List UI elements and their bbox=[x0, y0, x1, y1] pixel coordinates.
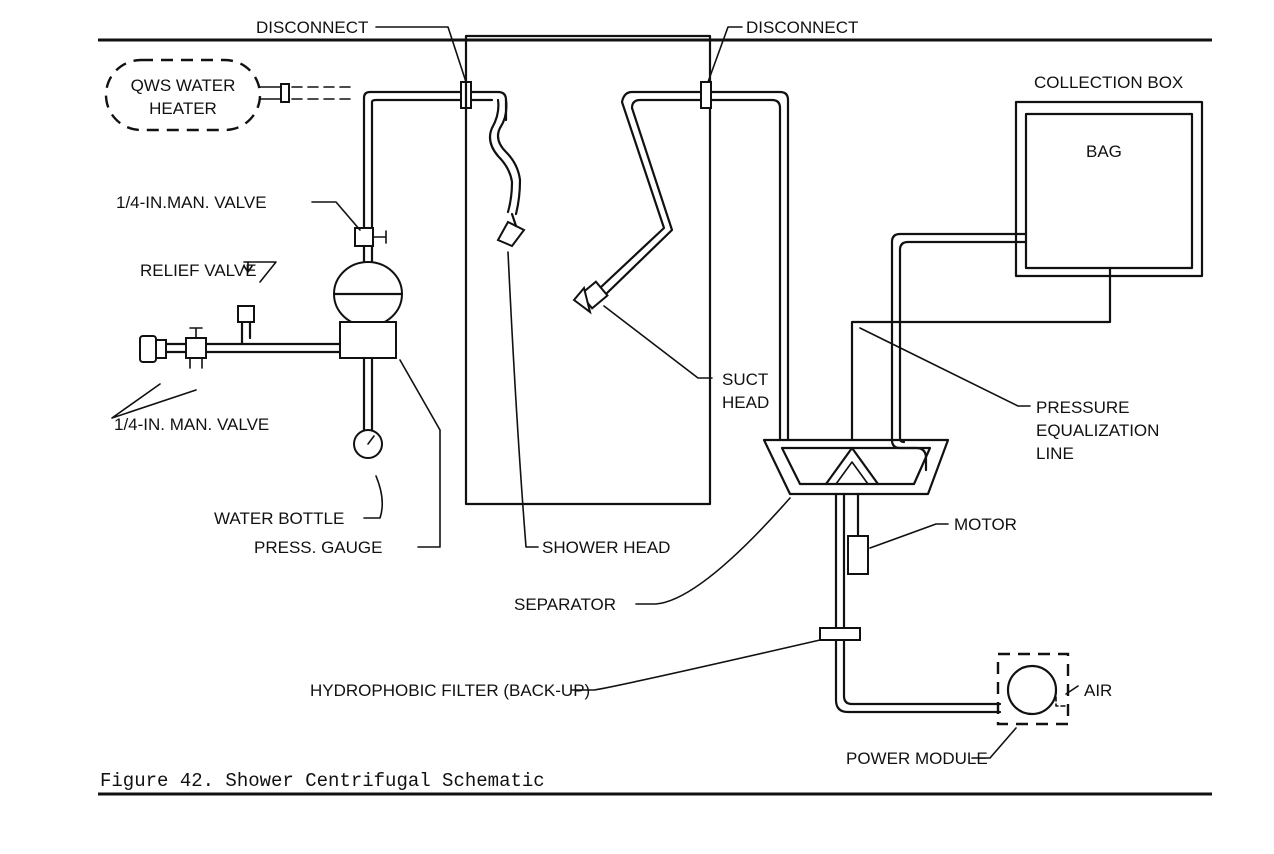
hydrophobic-filter-leader bbox=[571, 639, 821, 691]
relief-valve bbox=[237, 261, 277, 346]
disconnect-left-label: DISCONNECT bbox=[256, 18, 368, 37]
man-valve-bottom bbox=[185, 327, 207, 369]
suction-hose bbox=[598, 90, 790, 442]
disconnect-left-leader bbox=[375, 26, 467, 83]
man-valve-bottom-leader bbox=[111, 383, 197, 419]
motor-label: MOTOR bbox=[954, 515, 1017, 534]
figure-caption: Figure 42. Shower Centrifugal Schematic bbox=[100, 770, 545, 792]
relief-valve-label: RELIEF VALVE bbox=[140, 261, 257, 280]
pressure-eq-label-1: PRESSURE bbox=[1036, 398, 1130, 417]
pressure-eq-label-2: EQUALIZATION bbox=[1036, 421, 1159, 440]
heater-feed-line bbox=[259, 83, 355, 103]
motor bbox=[847, 492, 869, 575]
collection-box bbox=[1014, 100, 1204, 278]
left-end-fitting bbox=[139, 335, 188, 363]
pressure-eq-label-3: LINE bbox=[1036, 444, 1074, 463]
separator-outlet-pipe bbox=[834, 492, 1002, 714]
qws-water-heater-label-2: HEATER bbox=[149, 99, 217, 118]
bag-label: BAG bbox=[1086, 142, 1122, 161]
bag bbox=[1024, 112, 1194, 270]
man-valve-top-label: 1/4-IN.MAN. VALVE bbox=[116, 193, 267, 212]
valve-to-bottle-pipe bbox=[362, 244, 374, 264]
suction-head-nozzle bbox=[572, 280, 609, 315]
hydrophobic-filter-label: HYDROPHOBIC FILTER (BACK-UP) bbox=[310, 681, 590, 700]
separator bbox=[762, 438, 950, 496]
pressure-eq-leader bbox=[859, 327, 1031, 407]
water-bottle-leader bbox=[363, 475, 384, 519]
suct-head-label-1: SUCT bbox=[722, 370, 768, 389]
bag-drain-line bbox=[890, 232, 1028, 472]
suct-head-leader bbox=[603, 305, 713, 379]
disconnect-right bbox=[700, 81, 712, 109]
motor-leader bbox=[869, 523, 949, 549]
water-bottle bbox=[332, 261, 404, 359]
press-gauge bbox=[353, 356, 383, 459]
feed-pipe bbox=[362, 90, 508, 232]
hydrophobic-filter bbox=[819, 627, 861, 641]
separator-label: SEPARATOR bbox=[514, 595, 616, 614]
air-label: AIR bbox=[1084, 681, 1112, 700]
power-module-leader bbox=[971, 727, 1017, 759]
suct-head-label-2: HEAD bbox=[722, 393, 769, 412]
qws-water-heater-label-1: QWS WATER bbox=[131, 76, 236, 95]
water-bottle-label: WATER BOTTLE bbox=[214, 509, 344, 528]
pressure-equalization-line bbox=[850, 266, 1112, 442]
disconnect-right-label: DISCONNECT bbox=[746, 18, 858, 37]
power-module bbox=[996, 652, 1079, 726]
shower-head-nozzle bbox=[496, 212, 526, 248]
man-valve-bottom-label: 1/4-IN. MAN. VALVE bbox=[114, 415, 269, 434]
collection-box-label: COLLECTION BOX bbox=[1034, 73, 1183, 92]
man-valve-top-leader bbox=[311, 201, 361, 231]
separator-leader bbox=[635, 497, 791, 605]
shower-hose bbox=[488, 98, 522, 216]
press-gauge-label: PRESS. GAUGE bbox=[254, 538, 382, 557]
shower-head-label: SHOWER HEAD bbox=[542, 538, 670, 557]
disconnect-right-leader bbox=[707, 26, 743, 83]
press-gauge-leader bbox=[399, 359, 441, 548]
shower-enclosure bbox=[464, 34, 712, 506]
power-module-label: POWER MODULE bbox=[846, 749, 988, 768]
qws-water-heater: QWS WATER HEATER bbox=[104, 58, 262, 132]
shower-head-leader bbox=[507, 251, 539, 548]
left-horizontal-pipe bbox=[204, 342, 342, 354]
